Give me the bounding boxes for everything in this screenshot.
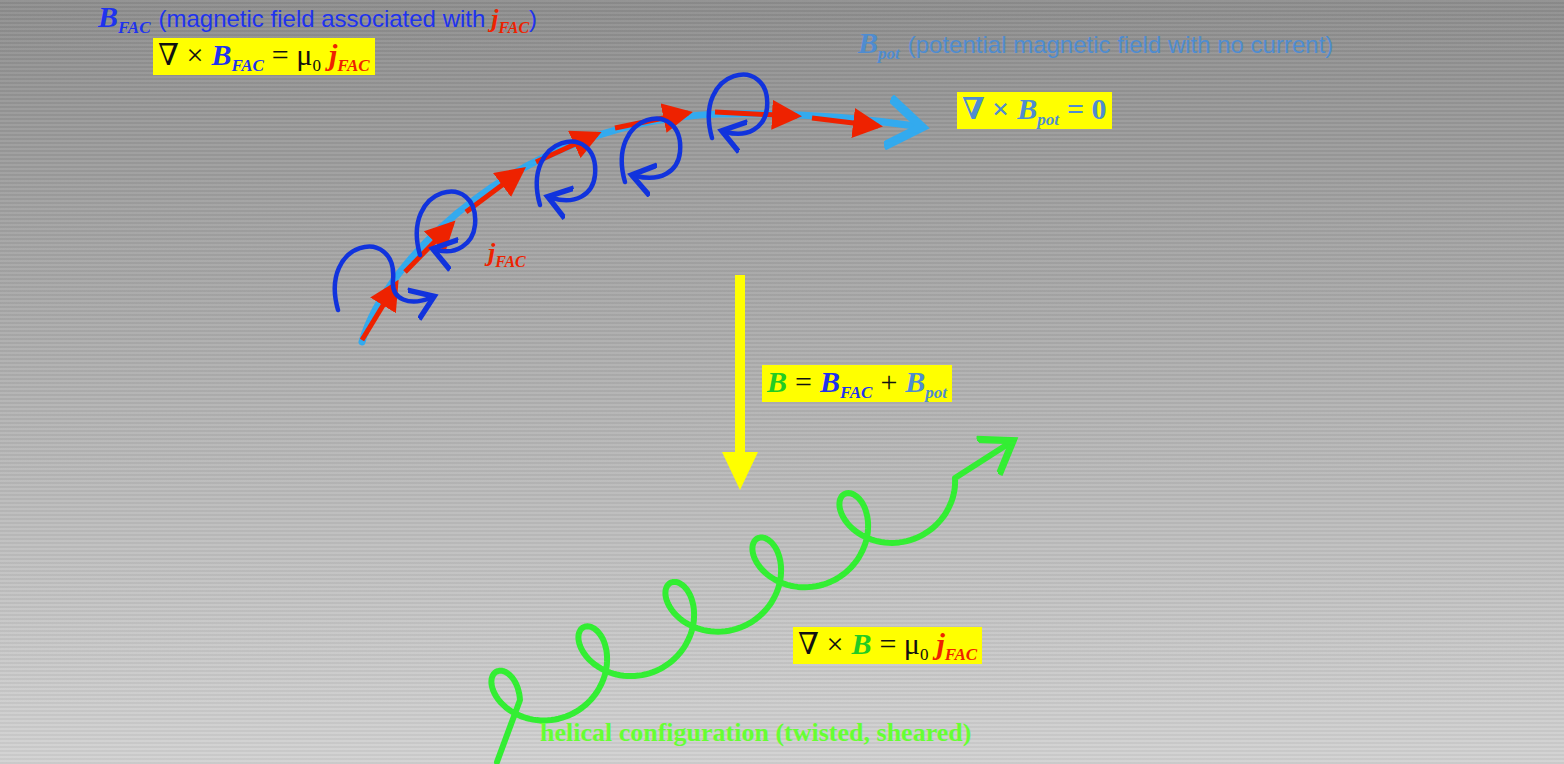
- subscript-text: FAC: [840, 383, 872, 402]
- current-arrows: [362, 112, 878, 340]
- label-text: B: [98, 0, 118, 33]
- potential-field-line: [362, 114, 915, 342]
- subscript-text: FAC: [337, 56, 369, 75]
- subscript-text: FAC: [945, 645, 977, 664]
- label-text: B: [851, 627, 871, 660]
- label-text: ∇ ×: [962, 92, 1009, 125]
- subscript-text: pot: [878, 44, 900, 63]
- field-caption: BFAC(magnetic field associated withjFAC): [98, 0, 537, 37]
- label-text: j: [936, 627, 944, 660]
- label-text: ∇ ×: [158, 38, 203, 71]
- label-text: B: [767, 365, 787, 398]
- subscript-text: FAC: [495, 253, 526, 270]
- label-text: j: [491, 4, 498, 33]
- subscript-text: 0: [920, 645, 929, 664]
- label-text: = μ: [879, 627, 920, 660]
- label-text: = 0: [1067, 92, 1107, 125]
- subscript-text: FAC: [118, 18, 150, 37]
- label-text: B: [858, 26, 878, 59]
- subscript-text: 0: [312, 56, 321, 75]
- label-text: = μ: [272, 38, 313, 71]
- curl-free-equation: ∇ ×Bpot = 0: [957, 92, 1112, 129]
- combine-arrow: [722, 275, 758, 490]
- label-text: B: [1017, 92, 1037, 125]
- label-text: j: [329, 38, 337, 71]
- helix-caption: helical configuration (twisted, sheared): [540, 718, 971, 748]
- label-text: helical configuration (twisted, sheared): [540, 718, 971, 747]
- sum-equation: B=BFAC+Bpot: [762, 365, 952, 402]
- label-text: B: [211, 38, 231, 71]
- subscript-text: FAC: [499, 19, 530, 36]
- label-text: +: [880, 365, 897, 398]
- label-text: j: [488, 238, 495, 267]
- label-text: =: [795, 365, 812, 398]
- total-field-equation: ∇ ×B= μ0jFAC: [793, 627, 982, 664]
- label-text: (magnetic field associated with: [158, 5, 485, 32]
- subscript-text: FAC: [231, 56, 263, 75]
- helical-field-line: [491, 444, 1008, 762]
- label-text: B: [820, 365, 840, 398]
- label-text: ∇ ×: [798, 627, 843, 660]
- label-text: (potential magnetic field with no curren…: [908, 31, 1334, 58]
- field-caption: Bpot (potential magnetic field with no cu…: [858, 26, 1333, 63]
- current-label: jFAC: [488, 238, 526, 271]
- ampere-equation: ∇ ×BFAC= μ0jFAC: [153, 38, 375, 75]
- label-text: B: [905, 365, 925, 398]
- current-field-loops: [335, 75, 767, 310]
- subscript-text: pot: [1037, 110, 1059, 129]
- subscript-text: pot: [925, 383, 947, 402]
- label-text: ): [529, 5, 537, 32]
